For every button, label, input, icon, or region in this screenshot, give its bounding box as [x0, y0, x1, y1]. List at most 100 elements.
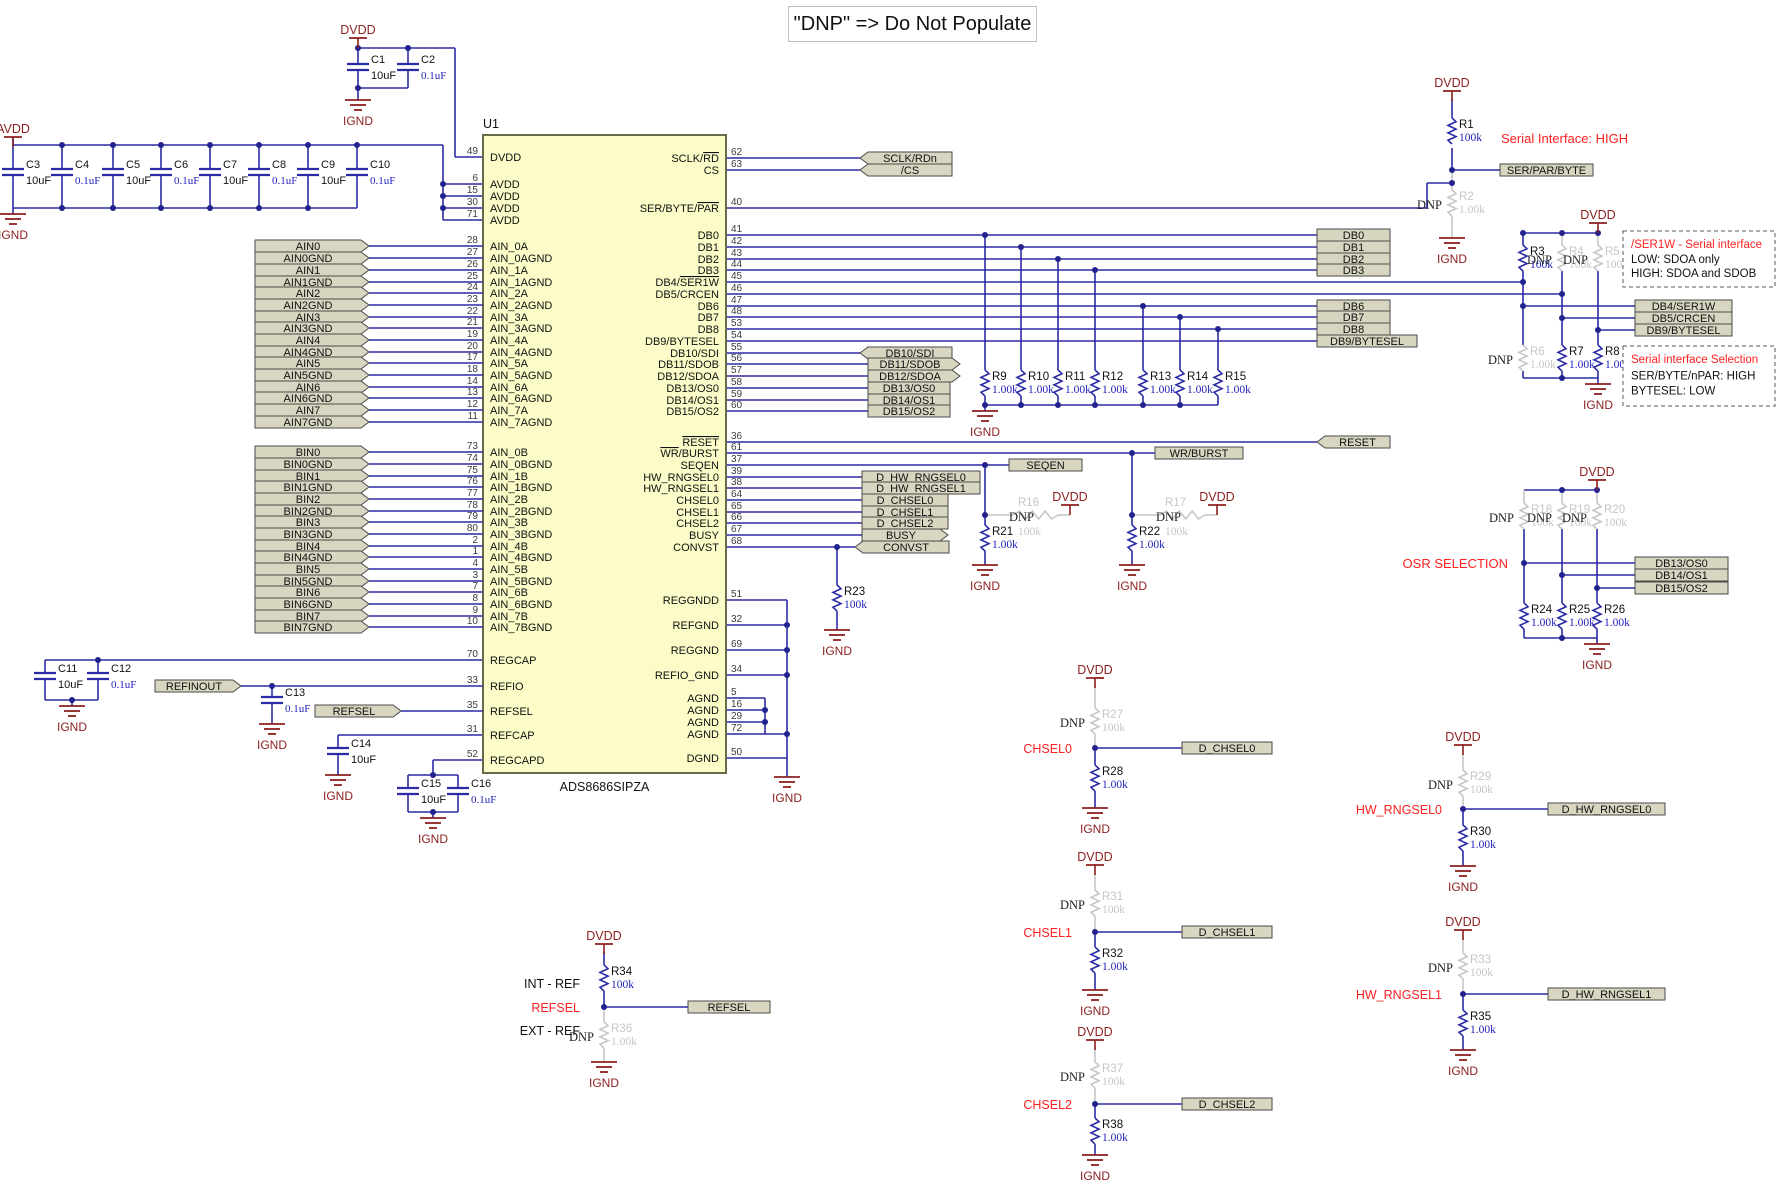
net-flag-BIN5[interactable]: BIN5	[254, 562, 483, 576]
net-flag-D_HW_RNGSEL0[interactable]: D_HW_RNGSEL0	[861, 470, 981, 484]
net-flag-AIN6GND[interactable]: AIN6GND	[254, 391, 483, 405]
power-dvdd[interactable]: DVDD	[1434, 76, 1470, 101]
net-flag-shape[interactable]	[867, 357, 961, 371]
net-flag-shape[interactable]	[254, 550, 370, 564]
net-flag-AIN7[interactable]: AIN7	[254, 403, 483, 417]
ground-ignd[interactable]: IGND	[1582, 643, 1612, 672]
net-flag-shape[interactable]	[254, 415, 370, 429]
net-flag-shape[interactable]	[254, 504, 370, 518]
resistor-symbol[interactable]	[1517, 244, 1529, 272]
ground-ignd[interactable]: IGND	[343, 99, 373, 128]
net-flag-_CS[interactable]: /CS	[859, 163, 953, 177]
net-flag-SER_PAR_BYTE[interactable]: SER/PAR/BYTE	[1499, 163, 1594, 177]
resistor-symbol[interactable]	[1592, 244, 1604, 272]
net-flag-D_HW_RNGSEL1[interactable]: D_HW_RNGSEL1	[861, 481, 981, 495]
resistor-symbol[interactable]	[1556, 244, 1568, 272]
net-flag-DB1[interactable]: DB1	[1316, 240, 1391, 254]
resistor-R9[interactable]: R91.00k	[979, 369, 1018, 397]
net-flag-DB14_OS1[interactable]: DB14/OS1	[867, 393, 951, 407]
ground-ignd[interactable]: IGND	[418, 817, 448, 846]
power-dvdd[interactable]: DVDD	[1445, 915, 1481, 940]
resistor-symbol[interactable]	[1556, 602, 1568, 630]
net-flag-shape[interactable]	[314, 704, 402, 718]
net-flag-DB8[interactable]: DB8	[1316, 322, 1391, 336]
net-flag-shape[interactable]	[687, 1000, 771, 1014]
net-flag-shape[interactable]	[254, 321, 370, 335]
resistor-symbol[interactable]	[598, 964, 610, 992]
net-flag-D_HW_RNGSEL1[interactable]: D_HW_RNGSEL1	[1547, 987, 1666, 1001]
resistor-symbol[interactable]	[1089, 764, 1101, 792]
net-flag-shape[interactable]	[859, 346, 953, 360]
net-flag-shape[interactable]	[859, 151, 953, 165]
resistor-symbol[interactable]	[979, 524, 991, 552]
ground-ignd[interactable]: IGND	[589, 1061, 619, 1090]
net-flag-DB15_OS2[interactable]: DB15/OS2	[867, 404, 951, 418]
net-flag-BIN4[interactable]: BIN4	[254, 539, 483, 553]
net-flag-D_CHSEL1[interactable]: D_CHSEL1	[1181, 925, 1273, 939]
resistor-symbol[interactable]	[831, 584, 843, 612]
resistor-symbol[interactable]	[1089, 946, 1101, 974]
net-flag-shape[interactable]	[254, 310, 370, 324]
ground-ignd[interactable]: IGND	[1583, 383, 1613, 412]
net-flag-shape[interactable]	[254, 263, 370, 277]
net-flag-shape[interactable]	[254, 368, 370, 382]
ic-body[interactable]	[482, 134, 727, 774]
net-flag-DB13_OS0[interactable]: DB13/OS0	[867, 381, 951, 395]
net-flag-BIN2GND[interactable]: BIN2GND	[254, 504, 483, 518]
net-flag-CONVST[interactable]: CONVST	[854, 540, 950, 554]
ground-ignd[interactable]: IGND	[970, 410, 1000, 439]
net-flag-shape[interactable]	[254, 539, 370, 553]
net-flag-shape[interactable]	[254, 492, 370, 506]
resistor-symbol[interactable]	[1052, 369, 1064, 397]
net-flag-DB3[interactable]: DB3	[1316, 263, 1391, 277]
net-flag-shape[interactable]	[254, 562, 370, 576]
resistor-symbol[interactable]	[1457, 769, 1469, 797]
net-flag-D_CHSEL2[interactable]: D_CHSEL2	[861, 516, 949, 530]
resistor-symbol[interactable]	[1089, 707, 1101, 735]
resistor-symbol[interactable]	[1012, 509, 1059, 521]
net-flag-shape[interactable]	[154, 679, 242, 693]
net-flag-BIN6[interactable]: BIN6	[254, 585, 483, 599]
capacitor-C2[interactable]: C20.1uF	[397, 54, 446, 82]
power-dvdd[interactable]: DVDD	[1445, 730, 1481, 755]
net-flag-D_CHSEL1[interactable]: D_CHSEL1	[861, 505, 949, 519]
net-flag-shape[interactable]	[254, 345, 370, 359]
power-dvdd[interactable]: DVDD	[1199, 490, 1235, 515]
resistor-symbol[interactable]	[598, 1021, 610, 1049]
net-flag-REFSEL[interactable]: REFSEL	[687, 1000, 771, 1014]
resistor-symbol[interactable]	[1015, 369, 1027, 397]
net-flag-shape[interactable]	[1181, 741, 1273, 755]
net-flag-shape[interactable]	[254, 298, 370, 312]
net-flag-D_HW_RNGSEL0[interactable]: D_HW_RNGSEL0	[1547, 802, 1666, 816]
net-flag-shape[interactable]	[254, 403, 370, 417]
resistor-symbol[interactable]	[1518, 602, 1530, 630]
net-flag-DB14_OS1[interactable]: DB14/OS1	[1634, 568, 1729, 582]
power-dvdd[interactable]: DVDD	[340, 23, 376, 48]
net-flag-BIN0[interactable]: BIN0	[254, 445, 483, 459]
net-flag-shape[interactable]	[254, 527, 370, 541]
power-dvdd[interactable]: DVDD	[1580, 208, 1616, 233]
net-flag-shape[interactable]	[1547, 987, 1666, 1001]
net-flag-shape[interactable]	[254, 597, 370, 611]
net-flag-AIN5GND[interactable]: AIN5GND	[254, 368, 483, 382]
net-flag-AIN5[interactable]: AIN5	[254, 356, 483, 370]
resistor-symbol[interactable]	[1591, 602, 1603, 630]
net-flag-shape[interactable]	[1008, 458, 1083, 472]
